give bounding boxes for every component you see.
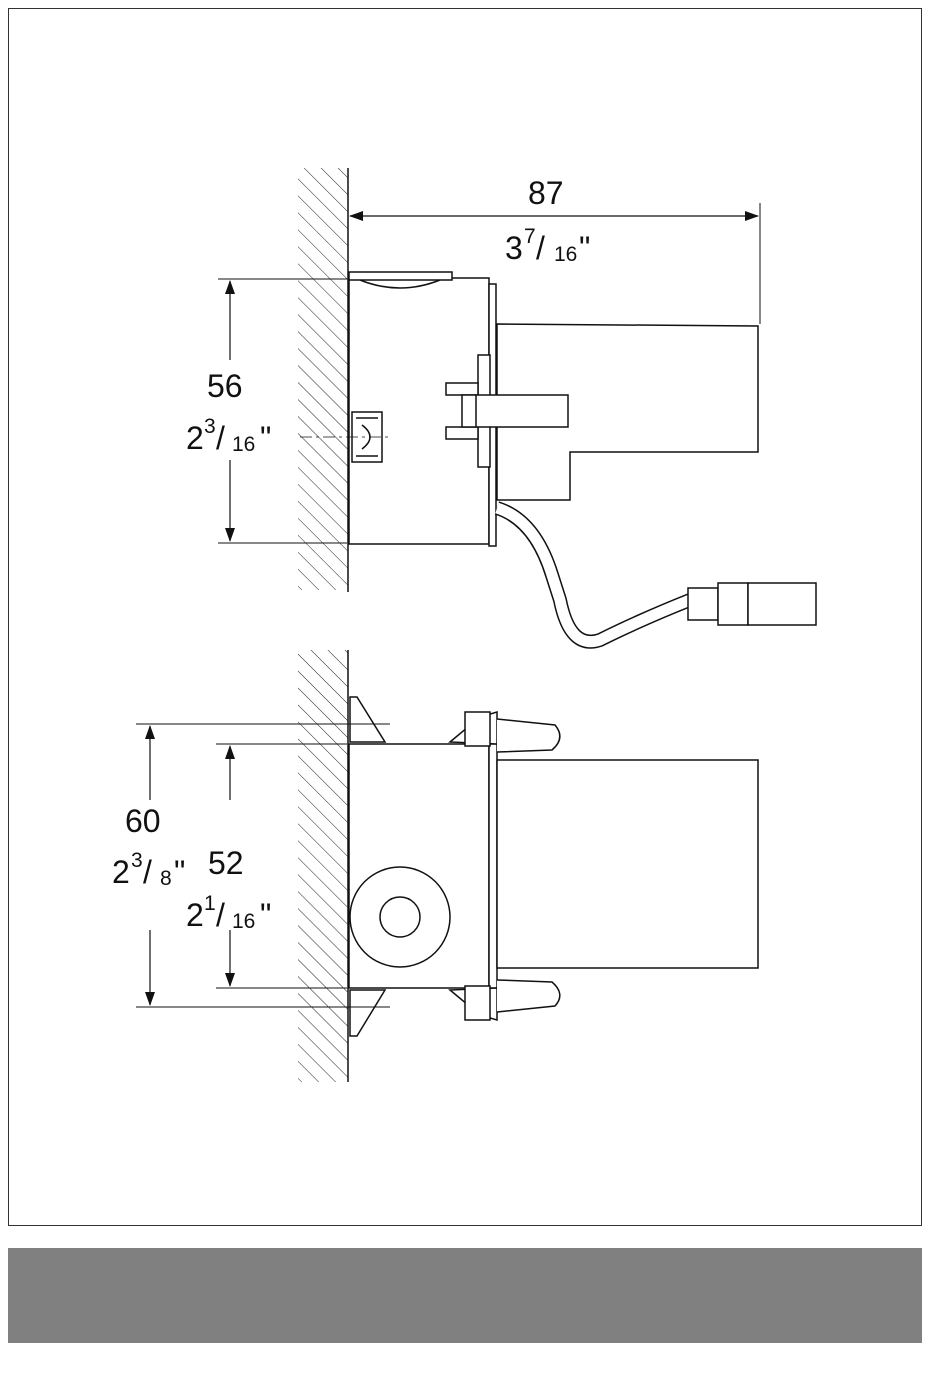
svg-text:/: / [216, 420, 225, 456]
svg-text:": " [174, 854, 185, 890]
wall-hatch-top [298, 168, 348, 590]
svg-text:8: 8 [160, 867, 172, 890]
svg-text:2: 2 [112, 854, 130, 890]
dim-87: 87 [528, 175, 564, 211]
svg-text:2: 2 [186, 420, 204, 456]
svg-text:1: 1 [204, 892, 216, 915]
svg-text:/: / [216, 897, 225, 933]
svg-text:/: / [536, 230, 545, 266]
dim-87-inch: 3 7 / 16 " [505, 225, 590, 266]
svg-text:": " [260, 420, 271, 456]
footer-bar [8, 1248, 922, 1343]
svg-text:": " [260, 897, 271, 933]
clip-bottom-left [350, 990, 385, 1036]
svg-text:16: 16 [232, 910, 255, 933]
dim-52: 52 [208, 845, 244, 881]
svg-text:7: 7 [524, 225, 536, 248]
svg-text:2: 2 [186, 897, 204, 933]
plan-valve [497, 760, 758, 968]
wall-hatch-bottom [298, 650, 348, 1082]
svg-text:3: 3 [505, 230, 523, 266]
svg-text:16: 16 [554, 243, 577, 266]
svg-text:/: / [143, 854, 152, 890]
svg-text:3: 3 [204, 415, 216, 438]
dim-60-inch: 2 3 / 8 " [112, 849, 185, 890]
svg-text:3: 3 [131, 849, 143, 872]
dim-60: 60 [125, 803, 161, 839]
dim-56: 56 [207, 368, 243, 404]
clip-top-left [350, 697, 385, 742]
svg-text:16: 16 [232, 433, 255, 456]
connector [688, 588, 718, 620]
svg-text:": " [579, 230, 590, 266]
top-flap [349, 272, 452, 280]
